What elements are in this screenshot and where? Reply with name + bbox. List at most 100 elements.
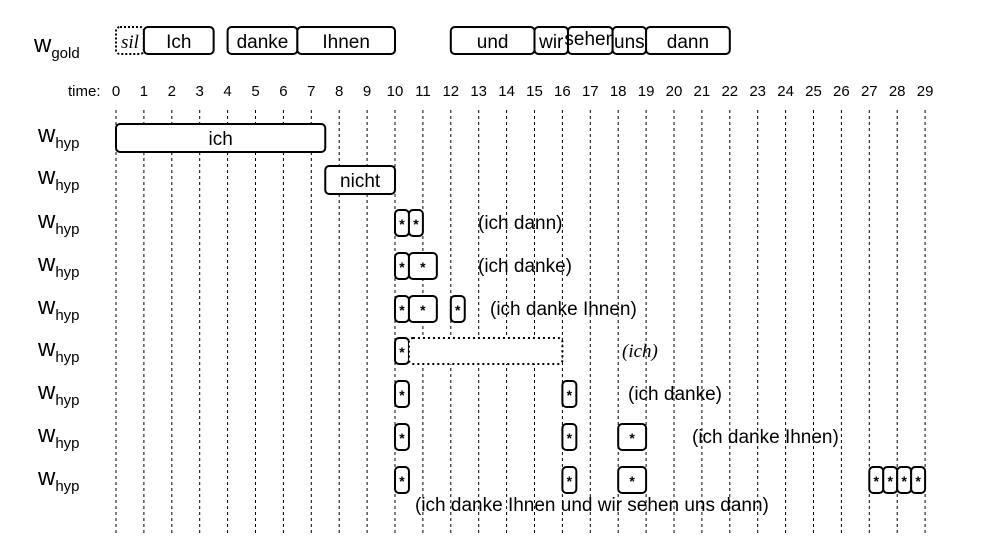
hyp-star-box bbox=[910, 466, 927, 494]
star-symbol: * bbox=[399, 387, 405, 403]
hyp-row-label: whyp bbox=[37, 421, 80, 452]
star-symbol: * bbox=[887, 473, 893, 489]
time-tick: 21 bbox=[694, 83, 711, 100]
star-symbol: * bbox=[874, 473, 880, 489]
time-tick: 4 bbox=[223, 83, 231, 100]
time-tick: 19 bbox=[638, 83, 655, 100]
star-symbol: * bbox=[399, 430, 405, 446]
time-tick: 29 bbox=[917, 83, 934, 100]
star-symbol: * bbox=[567, 473, 573, 489]
star-symbol: * bbox=[399, 473, 405, 489]
gold-word-text: wir bbox=[538, 32, 564, 53]
hyp-word-box bbox=[324, 165, 396, 195]
time-tick: 15 bbox=[526, 83, 543, 100]
gold-word-text: danke bbox=[237, 32, 289, 53]
star-symbol: * bbox=[399, 259, 405, 275]
hyp-star-box bbox=[449, 295, 466, 323]
hyp-row-label: whyp bbox=[37, 121, 80, 152]
gold-word-text: sil bbox=[121, 32, 139, 53]
star-symbol: * bbox=[629, 430, 635, 446]
hyp-star-box bbox=[394, 423, 410, 451]
hyp-row-note: (ich danke Ihnen) bbox=[490, 299, 637, 320]
hyp-row-label: whyp bbox=[37, 250, 80, 281]
time-tick: 14 bbox=[498, 83, 515, 100]
time-tick: 16 bbox=[554, 83, 571, 100]
hyp-star-box bbox=[407, 252, 438, 280]
star-symbol: * bbox=[399, 302, 405, 318]
time-tick: 27 bbox=[861, 83, 878, 100]
star-symbol: * bbox=[567, 430, 573, 446]
hyp-row-note: (ich danke) bbox=[628, 384, 722, 405]
hyp-star-box bbox=[407, 209, 424, 237]
time-tick: 7 bbox=[307, 83, 315, 100]
star-symbol: * bbox=[915, 473, 921, 489]
time-tick: 11 bbox=[415, 83, 431, 100]
time-tick: 28 bbox=[889, 83, 906, 100]
hyp-row-label: whyp bbox=[37, 378, 80, 409]
time-gridlines bbox=[115, 110, 926, 535]
gold-word-text: sehen bbox=[564, 29, 616, 50]
time-tick: 5 bbox=[251, 83, 259, 100]
star-symbol: * bbox=[420, 259, 426, 275]
star-symbol: * bbox=[413, 216, 419, 232]
hyp-star-box bbox=[561, 423, 578, 451]
star-symbol: * bbox=[399, 344, 405, 360]
time-tick: 22 bbox=[721, 83, 738, 100]
time-tick: 26 bbox=[833, 83, 850, 100]
hyp-row-label: whyp bbox=[37, 293, 80, 324]
gold-word-box bbox=[142, 26, 215, 55]
time-tick: 10 bbox=[387, 83, 404, 100]
gold-word-text: dann bbox=[667, 32, 709, 53]
star-symbol: * bbox=[901, 473, 907, 489]
time-tick: 9 bbox=[363, 83, 371, 100]
time-tick: 2 bbox=[168, 83, 176, 100]
gold-word-text: und bbox=[477, 32, 509, 53]
time-tick: 24 bbox=[777, 83, 794, 100]
time-tick: 3 bbox=[196, 83, 204, 100]
hyp-star-box bbox=[394, 380, 410, 408]
time-tick: 8 bbox=[335, 83, 343, 100]
hyp-row-label: whyp bbox=[37, 335, 80, 366]
star-symbol: * bbox=[567, 387, 573, 403]
time-tick: 18 bbox=[610, 83, 627, 100]
star-symbol: * bbox=[420, 302, 426, 318]
hyp-star-box bbox=[617, 466, 648, 494]
time-tick: 1 bbox=[140, 83, 148, 100]
hypothesis-rows: whyp ich whyp nicht whyp * * (ich dann) whyp * * (i… bbox=[37, 121, 927, 495]
time-tick: 23 bbox=[749, 83, 766, 100]
star-symbol: * bbox=[399, 216, 405, 232]
time-tick: 17 bbox=[582, 83, 599, 100]
hyp-row-label: whyp bbox=[37, 207, 80, 238]
hyp-row-note: (ich danke Ihnen) bbox=[692, 427, 839, 448]
gold-word-text: Ihnen bbox=[322, 32, 370, 53]
gold-word-box bbox=[296, 26, 397, 55]
hyp-row-note: (ich) bbox=[622, 341, 658, 362]
final-transcript-note: (ich danke Ihnen und wir sehen uns dann) bbox=[415, 495, 769, 516]
hyp-word-box bbox=[115, 123, 327, 153]
hyp-row-label: whyp bbox=[37, 464, 80, 495]
hyp-star-box bbox=[617, 423, 648, 451]
gold-word-text: Ich bbox=[166, 32, 191, 53]
gold-word-text: uns bbox=[614, 32, 645, 53]
time-tick: 12 bbox=[442, 83, 459, 100]
hyp-row-note: (ich dann) bbox=[478, 213, 563, 234]
star-symbol: * bbox=[455, 302, 461, 318]
hyp-row-label: whyp bbox=[37, 163, 80, 194]
time-tick: 20 bbox=[666, 83, 683, 100]
hyp-star-box bbox=[407, 295, 438, 323]
hyp-row-note: (ich danke) bbox=[478, 256, 572, 277]
time-axis-label: time: bbox=[68, 83, 101, 100]
hyp-dotted-span bbox=[407, 337, 564, 365]
hyp-star-box bbox=[561, 380, 578, 408]
hyp-word-text: ich bbox=[208, 129, 232, 150]
gold-row-label: wgold bbox=[33, 31, 80, 62]
star-symbol: * bbox=[629, 473, 635, 489]
gold-word-box bbox=[645, 26, 731, 55]
time-tick: 0 bbox=[112, 83, 120, 100]
time-tick: 25 bbox=[805, 83, 822, 100]
hyp-star-box bbox=[394, 466, 410, 494]
hyp-word-text: nicht bbox=[340, 171, 381, 192]
